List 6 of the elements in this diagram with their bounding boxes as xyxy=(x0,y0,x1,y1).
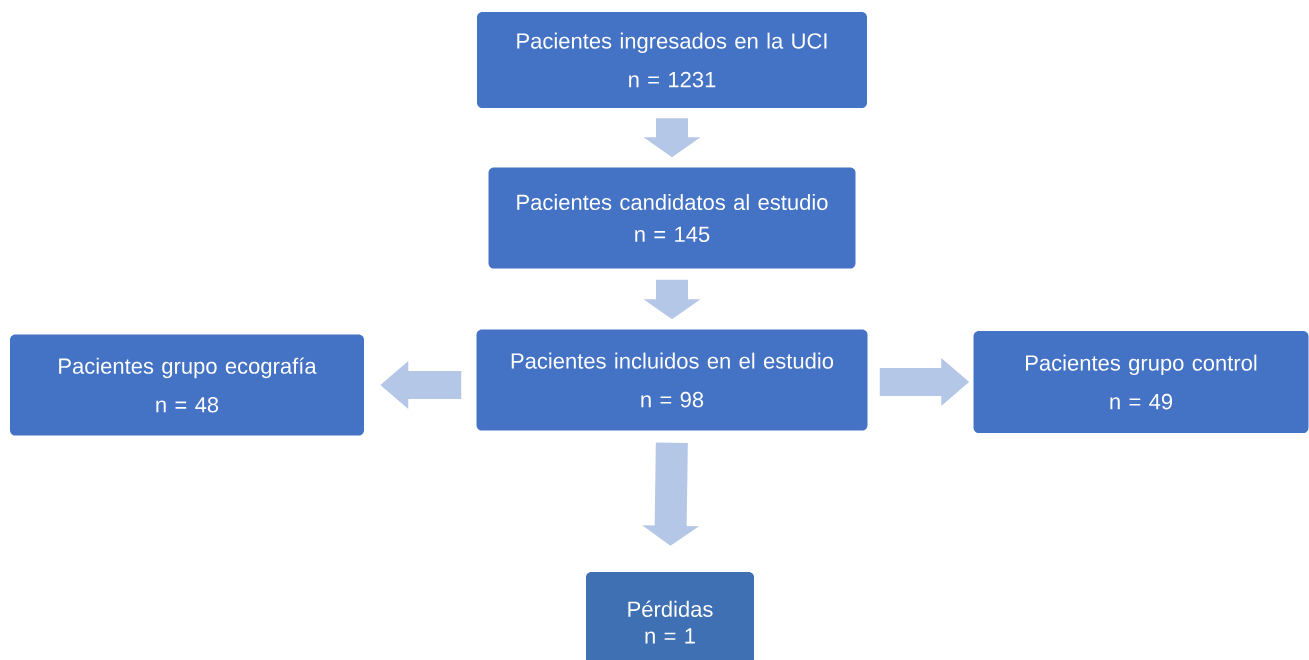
process-box: Pacientes incluidos en el estudio n = 98 xyxy=(476,329,868,431)
process-box: Pacientes grupo control n = 49 xyxy=(973,331,1309,433)
process-box: Pacientes candidatos al estudio n = 145 xyxy=(488,167,856,269)
process-box: Pérdidas n = 1 xyxy=(586,572,754,660)
process-box: Pacientes ingresados en la UCI n = 1231 xyxy=(477,12,867,108)
process-box: Pacientes grupo ecografía n = 48 xyxy=(10,334,364,436)
